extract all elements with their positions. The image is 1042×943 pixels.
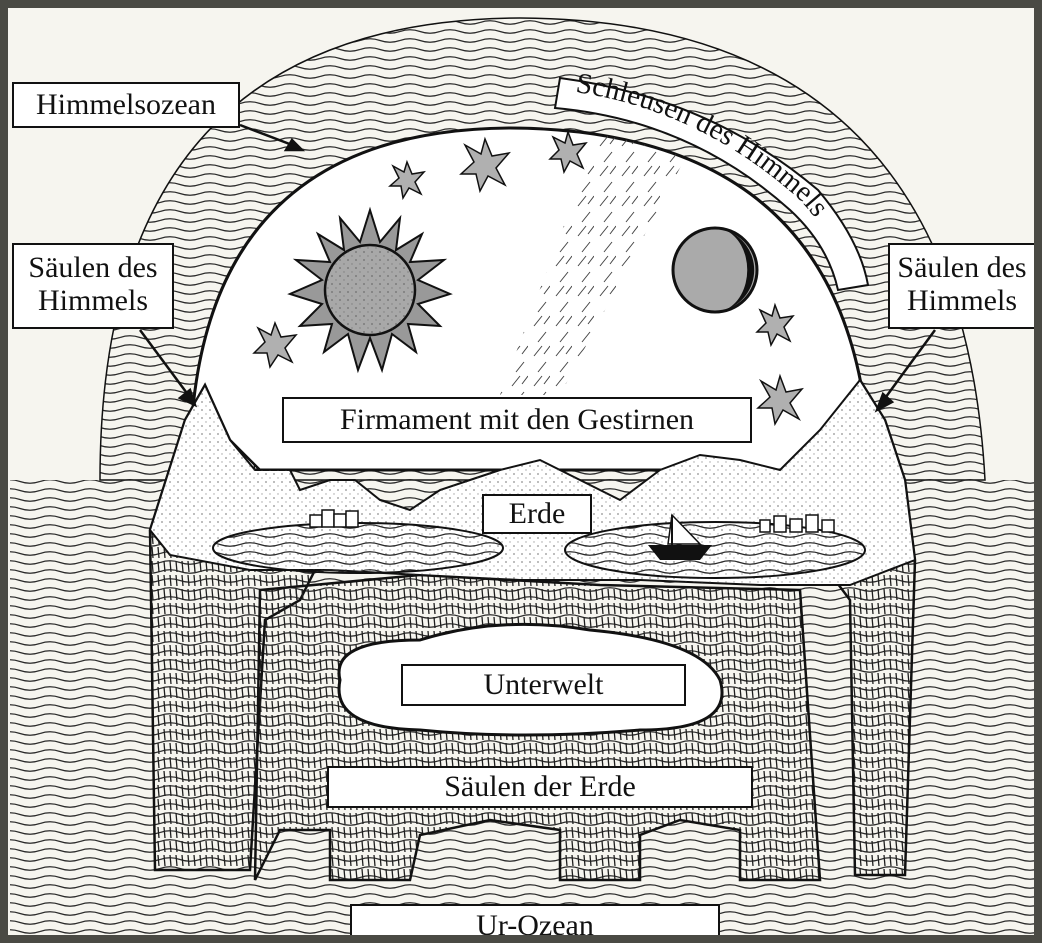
label-pillars-heaven-right-line2: Himmels: [890, 284, 1034, 317]
label-sky-ocean-text: Himmelsozean: [14, 84, 238, 126]
label-pillars-heaven-left-line2: Himmels: [14, 284, 172, 317]
label-primal-ocean-text: Ur-Ozean: [352, 906, 718, 943]
label-pillars-earth: Säulen der Erde: [327, 766, 753, 808]
label-pillars-earth-text: Säulen der Erde: [329, 768, 751, 806]
label-underworld: Unterwelt: [401, 664, 686, 706]
label-pillars-heaven-right-line1: Säulen des: [890, 251, 1034, 284]
sea-left: [213, 523, 503, 573]
label-sky-ocean: Himmelsozean: [12, 82, 240, 128]
label-pillars-heaven-right: Säulen des Himmels: [888, 243, 1036, 329]
label-pillars-heaven-left: Säulen des Himmels: [12, 243, 174, 329]
label-firmament: Firmament mit den Gestirnen: [282, 397, 752, 443]
moon-icon: [673, 228, 757, 312]
label-earth: Erde: [482, 494, 592, 534]
sea-right: [565, 522, 865, 578]
label-earth-text: Erde: [484, 496, 590, 532]
label-firmament-text: Firmament mit den Gestirnen: [284, 399, 750, 441]
label-underworld-text: Unterwelt: [403, 666, 684, 704]
label-primal-ocean: Ur-Ozean: [350, 904, 720, 943]
label-pillars-heaven-left-line1: Säulen des: [14, 251, 172, 284]
